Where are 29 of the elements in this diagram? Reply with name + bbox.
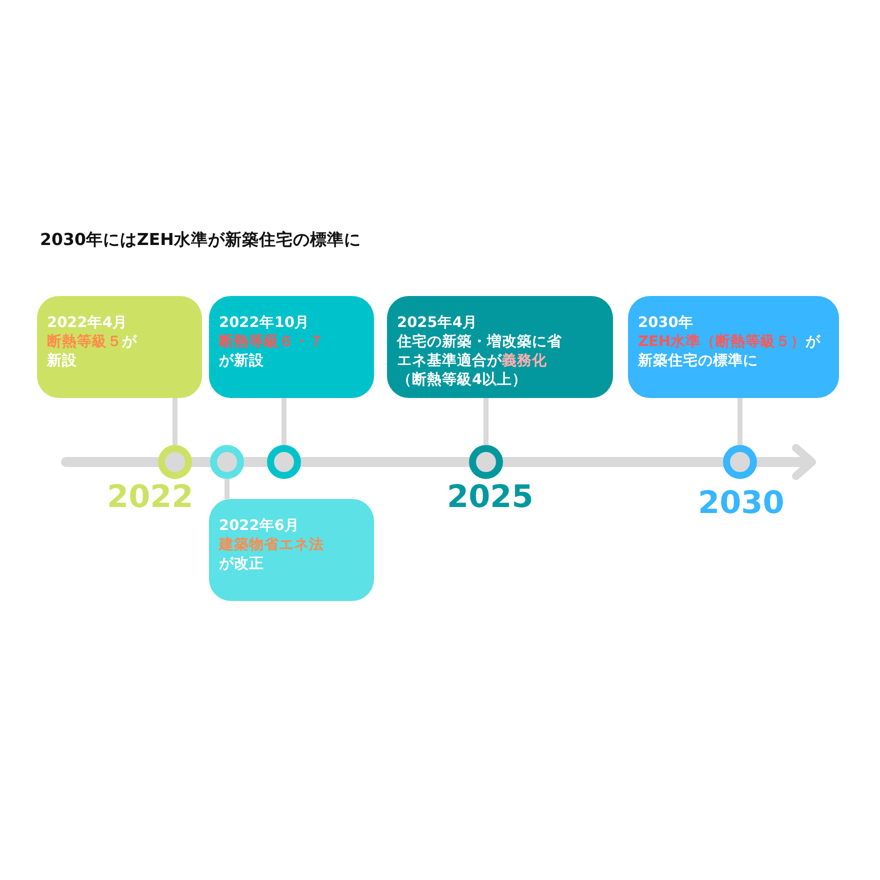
- connector-line: [484, 398, 488, 445]
- event-card: [37, 296, 202, 398]
- event-date: 2022年10月: [219, 314, 311, 333]
- timeline-marker: [158, 445, 192, 479]
- event-card: [209, 499, 374, 601]
- connector-line: [172, 398, 178, 445]
- event-card: [387, 296, 613, 398]
- event-description: 断熱等級５が新設: [47, 333, 138, 371]
- connector-line: [224, 479, 230, 499]
- event-date: 2025年4月: [397, 314, 478, 333]
- event-description: 建築物省エネ法が改正: [219, 536, 325, 574]
- connector-line: [282, 398, 286, 445]
- event-description: 住宅の新築・増改築に省エネ基準適合が義務化（断熱等級4以上）: [397, 333, 562, 390]
- year-label: 2022: [107, 479, 194, 515]
- timeline-marker: [723, 445, 757, 479]
- event-date: 2030年: [638, 314, 694, 333]
- timeline-marker: [210, 445, 244, 479]
- timeline-marker: [267, 445, 301, 479]
- year-label: 2030: [698, 485, 784, 521]
- event-description: ZEH水準（断熱等級５）が新築住宅の標準に: [638, 333, 822, 371]
- event-card: [209, 296, 374, 398]
- year-label: 2025: [447, 479, 534, 515]
- timeline-marker: [469, 445, 503, 479]
- event-date: 2022年4月: [47, 314, 128, 333]
- event-description: 断熱等級６・７が新設: [219, 333, 325, 371]
- event-card: [628, 296, 839, 398]
- diagram-title: 2030年にはZEH水準が新築住宅の標準に: [40, 229, 361, 251]
- connector-line: [738, 398, 742, 445]
- event-date: 2022年6月: [219, 517, 300, 536]
